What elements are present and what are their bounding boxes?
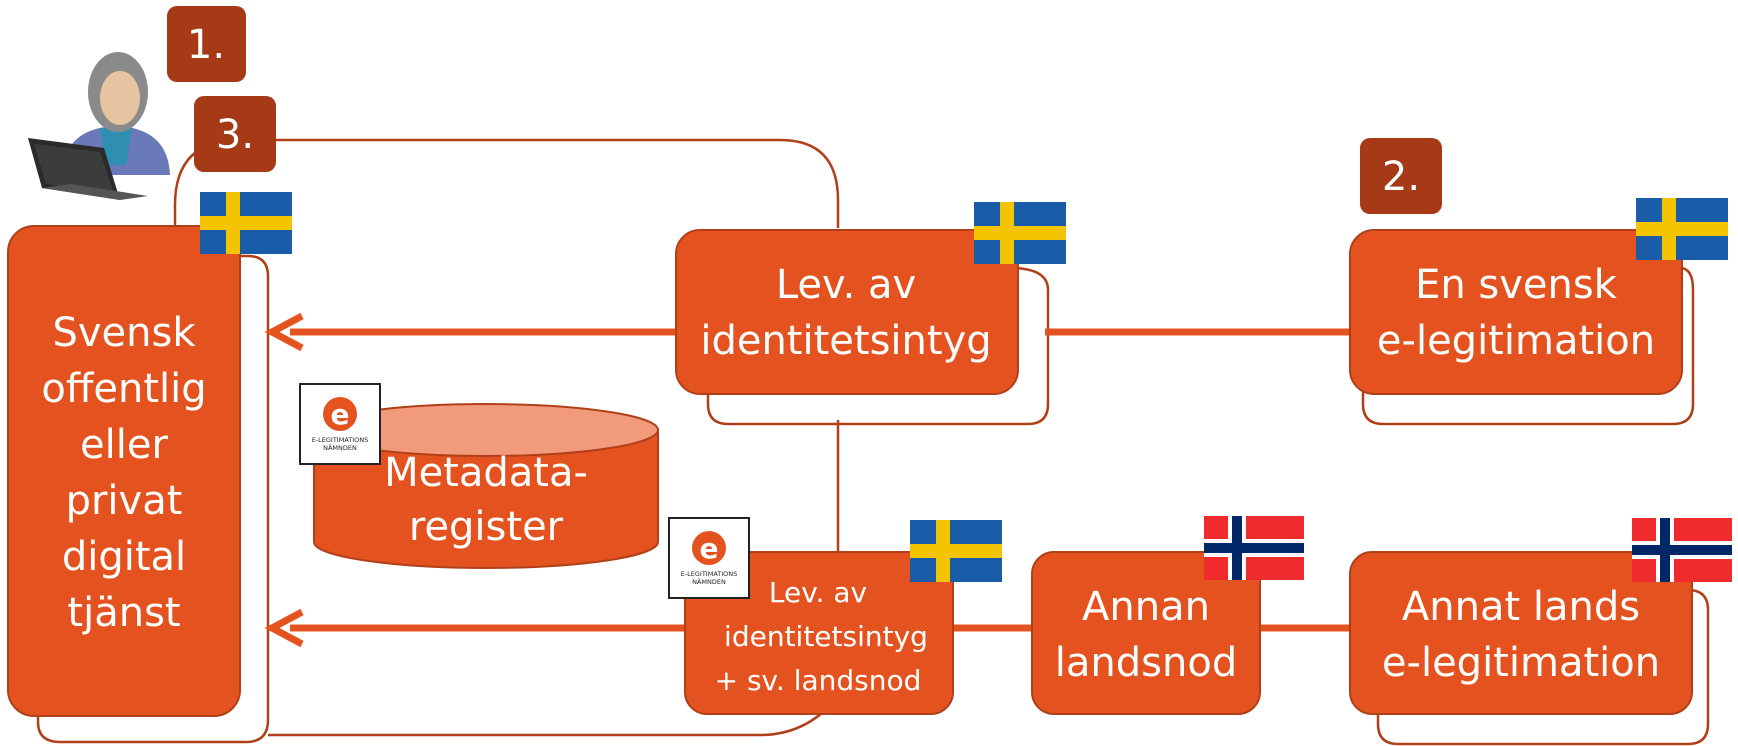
- foreign-eid-label-line-2: e-legitimation: [1382, 640, 1660, 686]
- svg-text:e: e: [331, 398, 350, 431]
- service-label-line-4: privat: [66, 478, 183, 524]
- swedish-flag-icon: [974, 202, 1066, 264]
- provider-top-shadow-outline: [706, 266, 1050, 426]
- foreign-node-label-line-1: Annan: [1082, 584, 1210, 630]
- provider-node-label-line-1: Lev. av: [769, 576, 867, 609]
- service-label-line-6: tjänst: [67, 590, 180, 636]
- service-label-line-1: Svensk: [52, 310, 196, 356]
- arrow-bottom-head: [264, 608, 304, 648]
- metadata-label-line-2: register: [409, 504, 564, 550]
- e-legitimationsnamnden-logo-icon: e E-LEGITIMATIONS NÄMNDEN: [668, 517, 750, 599]
- swedish-eid-label-line-1: En svensk: [1415, 262, 1618, 308]
- swedish-eid-shadow-outline: [1361, 266, 1695, 426]
- swedish-eid-label-line-2: e-legitimation: [1377, 318, 1655, 364]
- provider-node-label-line-2: identitetsintyg: [724, 620, 928, 653]
- metadata-label-line-1: Metadata-: [384, 450, 588, 496]
- swedish-flag-icon: [200, 192, 292, 254]
- svg-text:e: e: [700, 532, 719, 565]
- step-1-badge: 1.: [167, 6, 246, 82]
- norwegian-flag-icon: [1632, 518, 1732, 582]
- norwegian-flag-icon: [1204, 516, 1304, 580]
- svg-text:NÄMNDEN: NÄMNDEN: [692, 577, 726, 586]
- foreign-node-label-line-2: landsnod: [1055, 640, 1237, 686]
- user-at-laptop-icon: [28, 52, 170, 200]
- identity-provider-label-line-2: identitetsintyg: [700, 318, 991, 364]
- e-legitimationsnamnden-logo-icon: e E-LEGITIMATIONS NÄMNDEN: [299, 383, 381, 465]
- service-box: Svensk offentlig eller privat digital tj…: [7, 225, 241, 717]
- service-shadow-outline: [36, 254, 270, 744]
- svg-text:NÄMNDEN: NÄMNDEN: [323, 443, 357, 452]
- swedish-flag-icon: [1636, 198, 1728, 260]
- svg-text:E-LEGITIMATIONS: E-LEGITIMATIONS: [312, 436, 369, 444]
- service-label-line-2: offentlig: [41, 366, 206, 412]
- foreign-national-node-box: Annan landsnod: [1031, 551, 1261, 715]
- step3-loop-outline: [173, 138, 840, 240]
- svg-text:E-LEGITIMATIONS: E-LEGITIMATIONS: [681, 570, 738, 578]
- step-2-badge: 2.: [1360, 138, 1442, 214]
- swedish-flag-icon: [910, 520, 1002, 582]
- foreign-eid-label-line-1: Annat lands: [1402, 584, 1640, 630]
- outline-layer: [36, 138, 1710, 746]
- metadata-register-cylinder: Metadata- register: [313, 403, 659, 569]
- svg-text:3.: 3.: [216, 112, 254, 158]
- foreign-eid-shadow-outline: [1376, 588, 1710, 746]
- identity-provider-box: Lev. av identitetsintyg: [675, 229, 1019, 395]
- foreign-eid-box: Annat lands e-legitimation: [1349, 551, 1693, 715]
- provider-national-node-box: Lev. av identitetsintyg + sv. landsnod: [684, 551, 954, 715]
- service-label-line-5: digital: [62, 534, 186, 580]
- step-3-badge: 3.: [194, 96, 276, 172]
- svg-text:1.: 1.: [187, 22, 225, 68]
- connector-layer: [264, 312, 1350, 648]
- arrow-top-head: [264, 312, 304, 352]
- identity-provider-label-line-1: Lev. av: [776, 262, 916, 308]
- service-label-line-3: eller: [80, 422, 168, 468]
- svg-text:2.: 2.: [1382, 154, 1420, 200]
- swedish-eid-box: En svensk e-legitimation: [1349, 229, 1683, 395]
- provider-node-label-line-3: + sv. landsnod: [715, 664, 922, 697]
